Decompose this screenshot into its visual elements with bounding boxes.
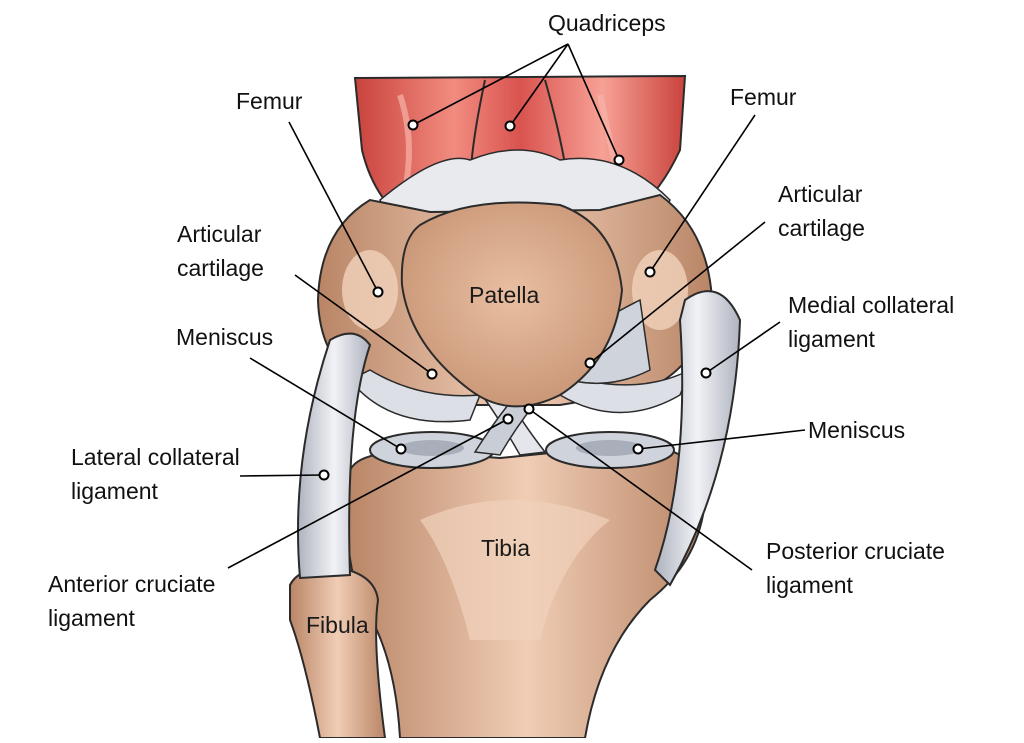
leader-quadriceps-2 — [509, 43, 569, 127]
leader-anterior-cruciate — [227, 418, 509, 569]
leader-femur-right — [649, 114, 756, 273]
label-meniscus-left: Meniscus — [176, 320, 273, 354]
label-articular-cartilage-right-line2: cartilage — [778, 215, 865, 241]
leader-lateral-collateral — [239, 474, 325, 477]
leader-quadriceps-1 — [412, 43, 569, 126]
leader-meniscus-right — [637, 429, 806, 450]
label-anterior-cruciate-ligament: Anterior cruciate ligament — [48, 567, 215, 635]
label-meniscus-right-text: Meniscus — [808, 417, 906, 443]
label-lateral-collateral-ligament: Lateral collateral ligament — [71, 440, 240, 508]
label-femur-left: Femur — [236, 84, 302, 118]
label-femur-right: Femur — [730, 80, 796, 114]
label-fibula: Fibula — [306, 612, 369, 638]
label-meniscus-left-text: Meniscus — [176, 324, 274, 350]
label-articular-cartilage-right-line1: Articular — [778, 181, 863, 207]
patella-bone — [400, 201, 624, 408]
leader-cartilage-left — [294, 274, 433, 375]
label-lateral-collateral-line2: ligament — [71, 478, 158, 504]
label-medial-collateral-line1: Medial collateral — [788, 292, 955, 318]
leader-lines — [227, 43, 806, 571]
leader-posterior-cruciate — [528, 408, 753, 571]
label-femur-left-text: Femur — [236, 88, 303, 114]
label-meniscus-right: Meniscus — [808, 413, 905, 447]
label-articular-cartilage-right: Articular cartilage — [778, 177, 865, 245]
lateral-collateral-ligament — [297, 332, 372, 580]
label-quadriceps-text: Quadriceps — [548, 10, 666, 36]
label-posterior-cruciate-ligament: Posterior cruciate ligament — [766, 534, 945, 602]
tibia-bone — [345, 446, 707, 739]
label-anterior-cruciate-line2: ligament — [48, 605, 135, 631]
label-posterior-cruciate-line2: ligament — [766, 572, 853, 598]
label-tibia: Tibia — [481, 535, 530, 561]
label-femur-right-text: Femur — [730, 84, 797, 110]
leader-femur-left — [288, 121, 379, 293]
label-articular-cartilage-left-line2: cartilage — [177, 255, 264, 281]
label-medial-collateral-ligament: Medial collateral ligament — [788, 288, 954, 356]
leader-cartilage-right — [589, 221, 766, 364]
leader-medial-collateral — [705, 321, 781, 374]
label-articular-cartilage-left: Articular cartilage — [177, 217, 264, 285]
label-patella: Patella — [469, 282, 540, 308]
pointer-dots — [318, 119, 712, 481]
label-articular-cartilage-left-line1: Articular — [177, 221, 262, 247]
label-quadriceps: Quadriceps — [548, 6, 666, 40]
leader-meniscus-left — [249, 357, 402, 450]
label-anterior-cruciate-line1: Anterior cruciate — [48, 571, 216, 597]
label-posterior-cruciate-line1: Posterior cruciate — [766, 538, 945, 564]
label-lateral-collateral-line1: Lateral collateral — [71, 444, 240, 470]
leader-quadriceps-3 — [567, 43, 620, 161]
fibula-bone — [289, 566, 387, 739]
label-medial-collateral-line2: ligament — [788, 326, 875, 352]
